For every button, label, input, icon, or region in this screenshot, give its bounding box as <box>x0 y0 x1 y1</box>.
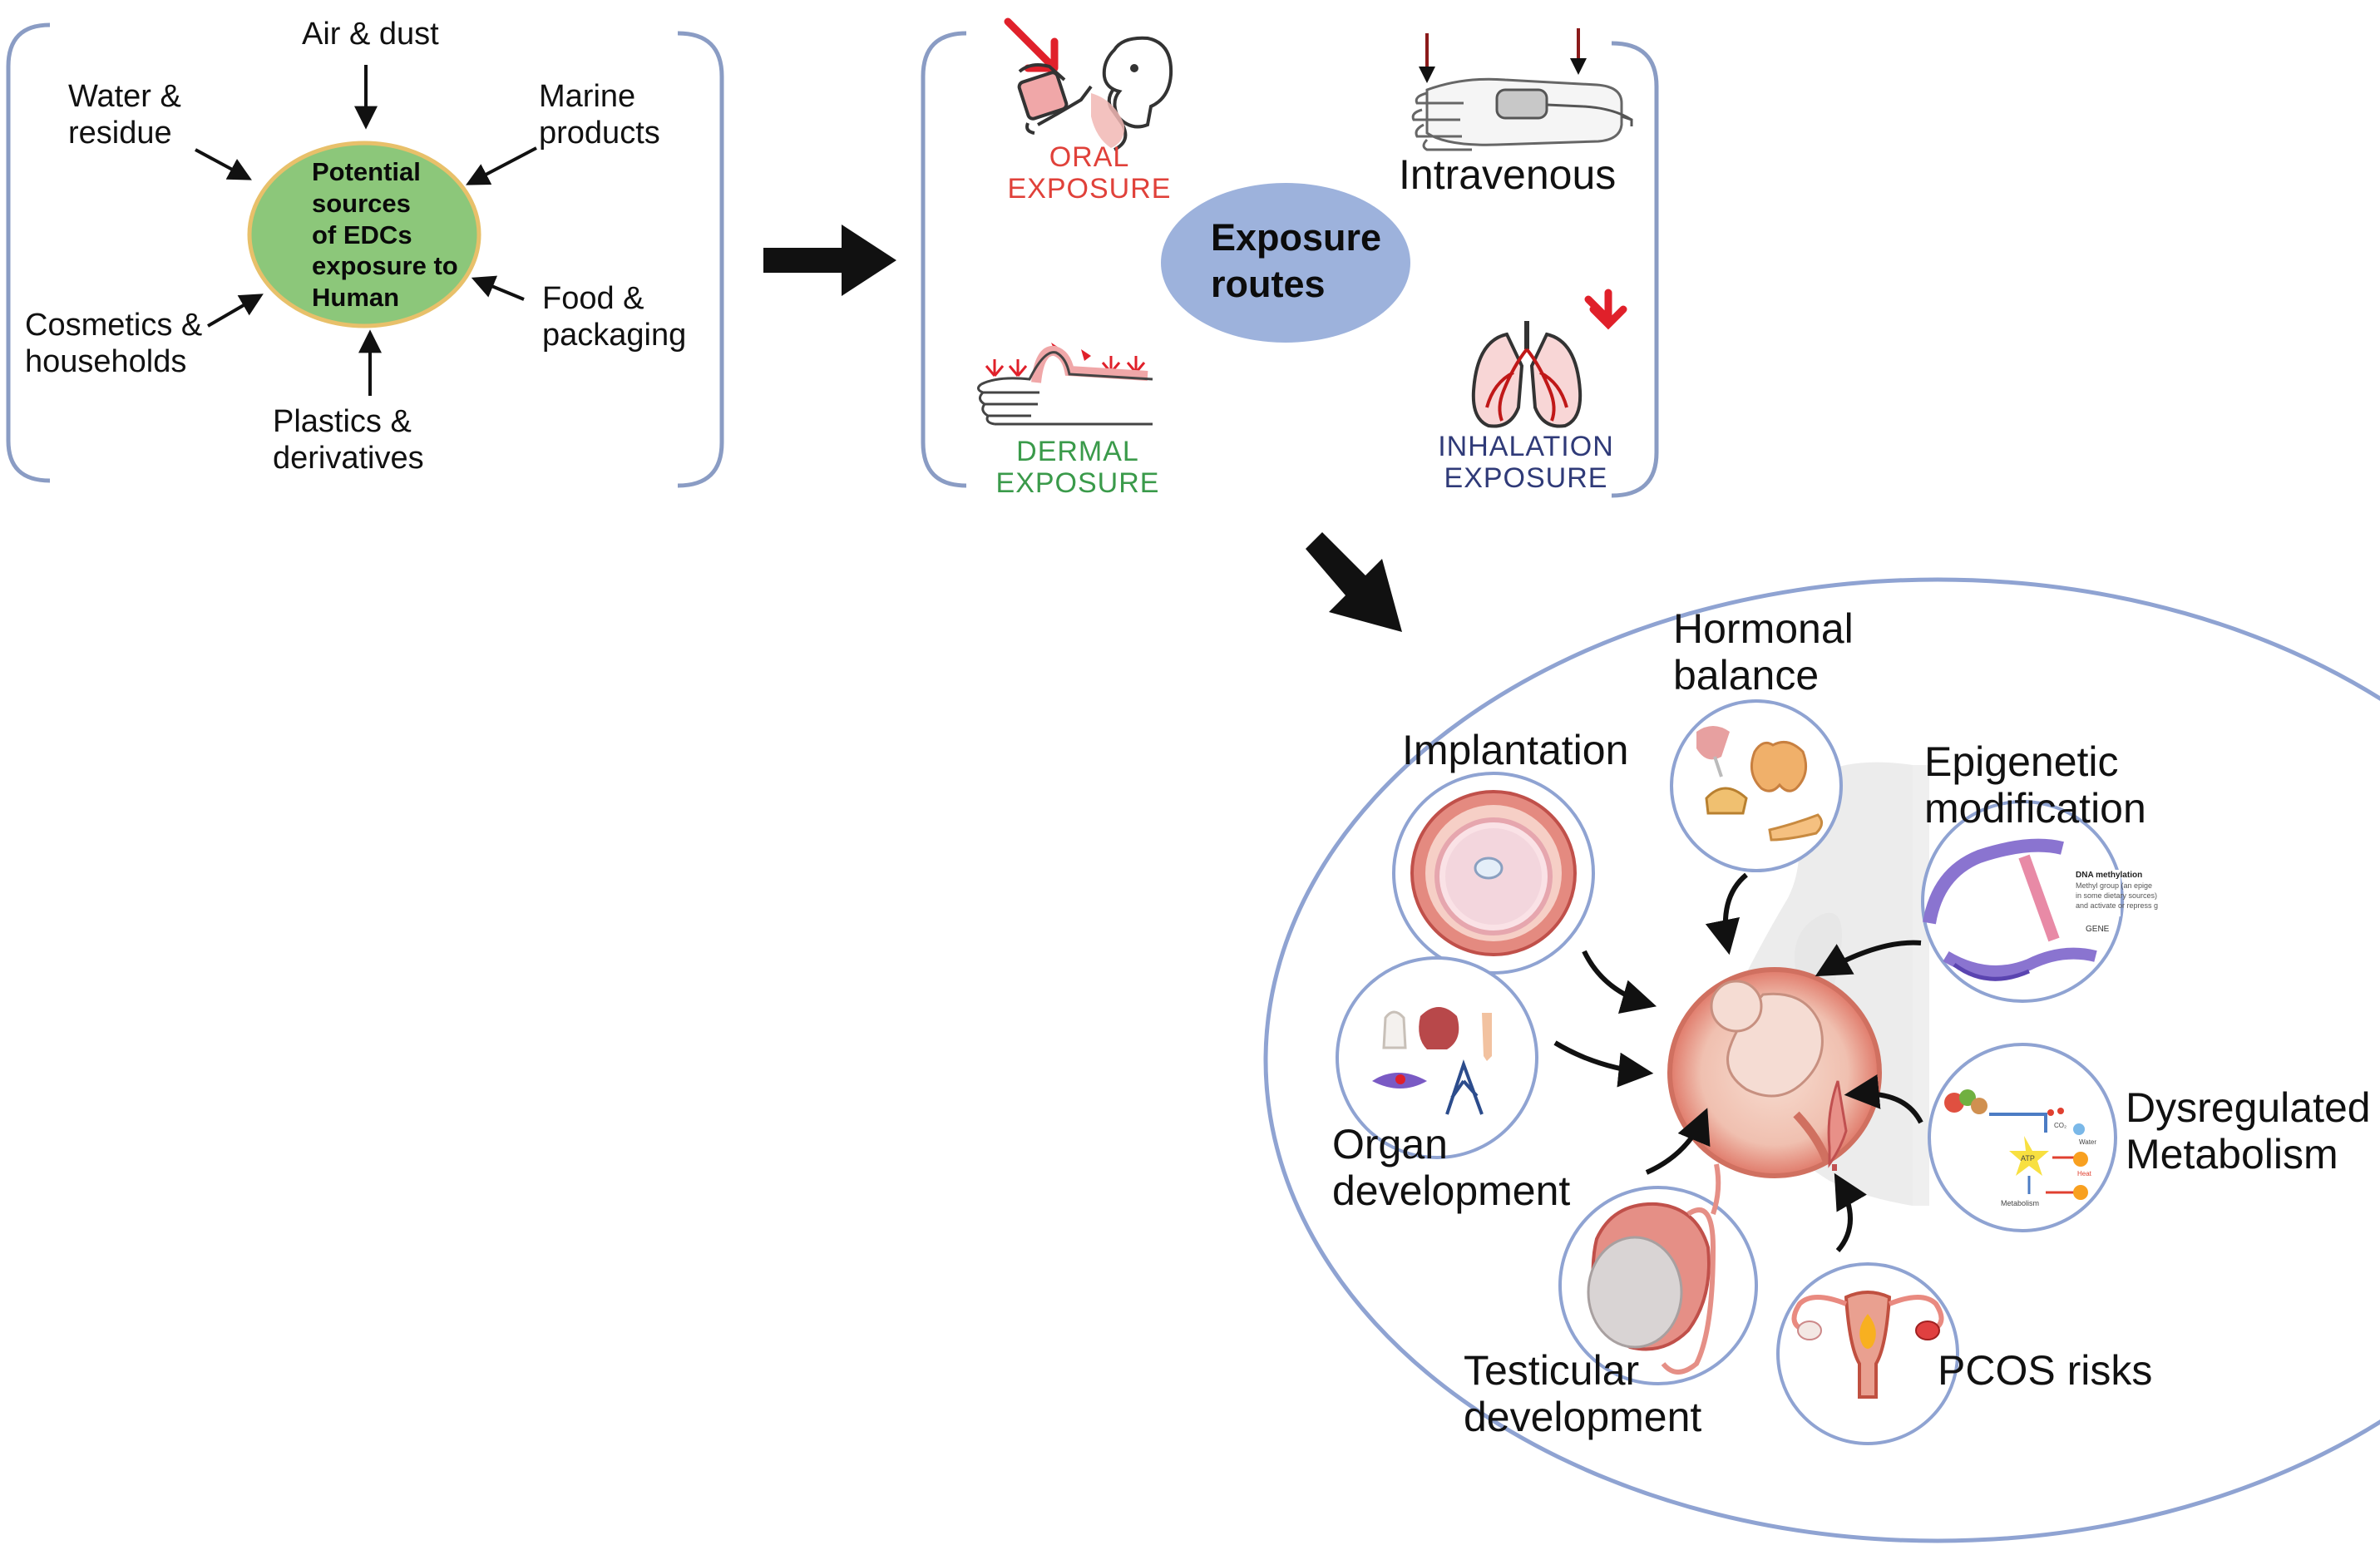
route-intravenous-label: Intravenous <box>1399 151 1617 198</box>
sources-center-label: Potential sources of EDCs exposure to Hu… <box>312 157 458 313</box>
metabolism-icon: ATP Metabolism CO₂ Water Heat <box>1928 1043 2117 1232</box>
routes-panel <box>921 17 1659 498</box>
effects-panel: DNA methylation Methyl group (an epige i… <box>1263 577 2380 1543</box>
uterus-icon <box>1776 1262 1959 1445</box>
gene-text: GENE <box>2086 925 2110 934</box>
effect-organ-label: Organ development <box>1332 1121 1571 1214</box>
arrow-food <box>471 275 525 301</box>
heat-text: Heat <box>2077 1170 2092 1177</box>
routes-right-bracket <box>1611 41 1659 498</box>
hand-iv-icon <box>1411 28 1633 151</box>
big-arrow-right <box>763 225 896 296</box>
routes-center-label: Exposure routes <box>1211 216 1382 306</box>
thyroid-icon <box>1670 699 1843 872</box>
co2-text: CO₂ <box>2054 1122 2066 1129</box>
route-oral-label: ORAL EXPOSURE <box>1007 141 1172 205</box>
embryo-icon <box>1392 772 1595 975</box>
testis-icon <box>1558 1163 1758 1385</box>
routes-ellipse <box>1161 183 1410 343</box>
atp-text: ATP <box>2021 1154 2035 1163</box>
metabolism-inset-text: Metabolism <box>2001 1199 2039 1207</box>
source-cosmetics-label: Cosmetics & households <box>25 308 203 379</box>
source-water-label: Water & residue <box>68 79 181 151</box>
arrow-marine <box>466 146 537 185</box>
lungs-icon <box>1471 289 1627 428</box>
source-air-label: Air & dust <box>302 17 439 52</box>
water-text: Water <box>2079 1138 2096 1146</box>
effect-implantation-label: Implantation <box>1402 727 1629 773</box>
route-dermal-label: DERMAL EXPOSURE <box>995 436 1160 500</box>
dna-body-text-1: Methyl group (an epige <box>2076 881 2152 890</box>
dna-title-text: DNA methylation <box>2076 871 2142 880</box>
sources-panel <box>6 22 724 488</box>
left-bracket <box>6 22 51 483</box>
dna-icon: DNA methylation Methyl group (an epige i… <box>1921 800 2158 1003</box>
source-plastics-label: Plastics & derivatives <box>273 404 424 476</box>
effect-epigenetic-label: Epigenetic modification <box>1924 738 2146 832</box>
effect-arrows <box>1553 872 1923 1252</box>
routes-left-bracket <box>921 31 967 488</box>
effect-testicular-label: Testicular development <box>1464 1347 1702 1440</box>
dna-body-text-2: in some dietary sources) <box>2076 891 2157 900</box>
dermal-hand-icon <box>977 343 1153 426</box>
sources-ellipse <box>247 141 481 328</box>
drinking-person-icon <box>1004 17 1173 151</box>
right-bracket <box>677 31 724 488</box>
source-marine-label: Marine products <box>539 79 660 151</box>
effect-metabolism-label: Dysregulated Metabolism <box>2126 1084 2371 1177</box>
arrow-water <box>195 148 252 180</box>
effect-pcos-label: PCOS risks <box>1938 1347 2153 1394</box>
organ-development-icon <box>1336 956 1538 1159</box>
big-arrow-diagonal <box>1306 532 1402 632</box>
effect-hormonal-label: Hormonal balance <box>1673 605 1854 699</box>
source-food-label: Food & packaging <box>542 281 687 353</box>
arrow-cosmetics <box>206 294 264 328</box>
dna-body-text-3: and activate or repress g <box>2076 901 2158 910</box>
route-inhalation-label: INHALATION EXPOSURE <box>1438 431 1614 495</box>
